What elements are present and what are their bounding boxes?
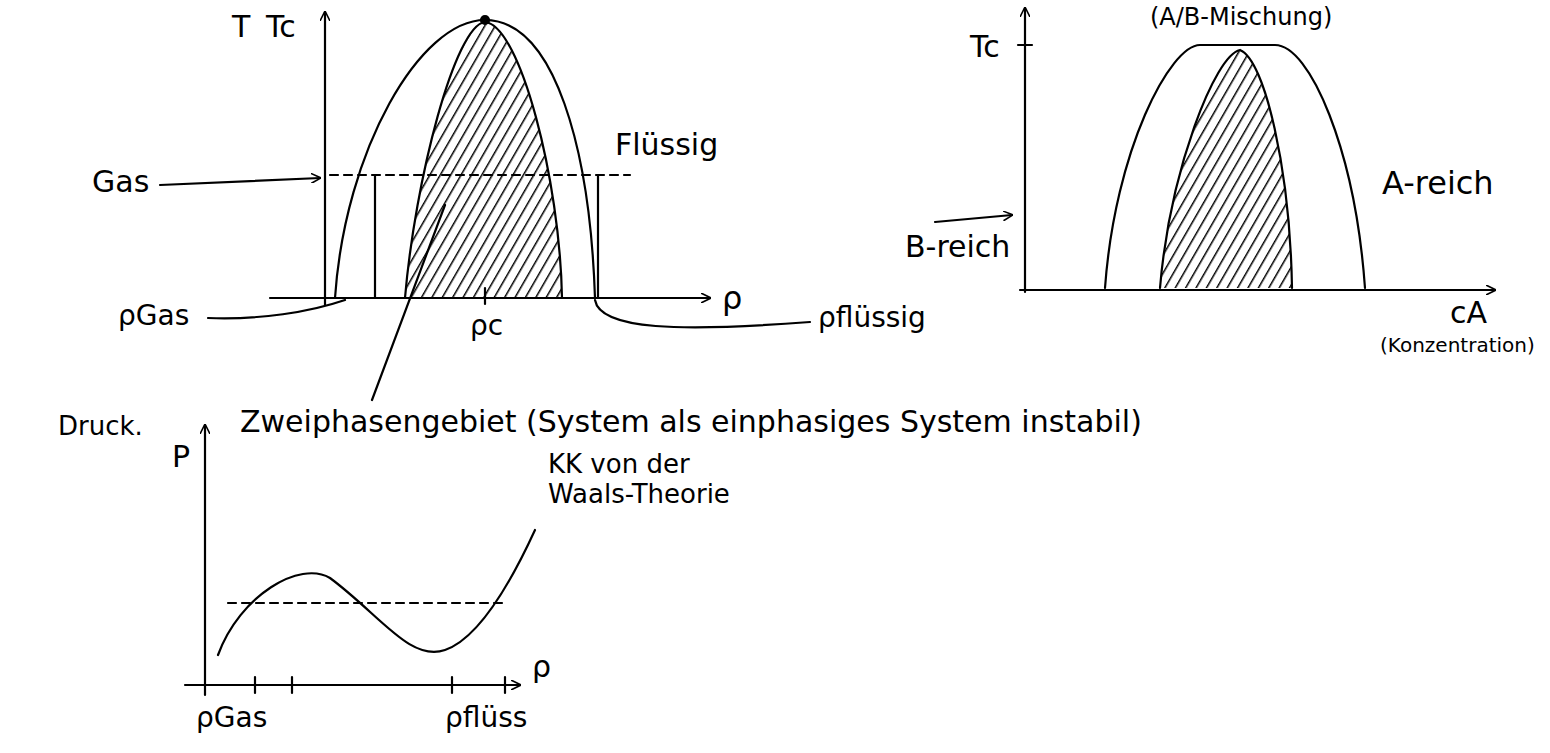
axis-label: P	[172, 440, 190, 475]
concentration-axis	[1020, 289, 1495, 291]
density-label: ρGas	[196, 702, 267, 734]
tick	[291, 677, 293, 693]
axis-label: Tc	[266, 10, 296, 45]
t-axis	[1024, 8, 1026, 292]
tick	[1018, 44, 1032, 46]
axis-note: (Konzentration)	[1380, 334, 1535, 357]
leader-line	[372, 205, 445, 400]
tick	[484, 288, 486, 304]
isotherm-curve	[218, 530, 535, 655]
density-label: ρflüssig	[818, 302, 926, 334]
leader-line	[208, 300, 345, 318]
coexistence-curve	[335, 20, 595, 298]
two-phase-region	[405, 22, 562, 298]
phase-label: A-reich	[1382, 165, 1494, 202]
density-label: ρGas	[118, 300, 189, 332]
axis-label: ρ	[722, 280, 742, 317]
phase-label: B-reich	[905, 230, 1010, 265]
tie-line-end	[597, 175, 599, 298]
tie-line-end	[374, 175, 376, 298]
tick	[451, 677, 453, 693]
pointer-arrow	[935, 215, 1012, 222]
density-label: ρc	[470, 310, 503, 342]
tick	[504, 677, 506, 693]
rho-axis	[185, 684, 520, 686]
t-axis	[324, 12, 326, 305]
axis-label: cA	[1450, 296, 1487, 331]
axis-label: T	[232, 10, 250, 45]
axis-label: ρ	[532, 650, 551, 685]
spinodal-curve	[405, 22, 562, 298]
curve-label: KK von der Waals-Theorie	[548, 450, 768, 510]
p-axis	[204, 425, 206, 695]
axis-label: Tc	[970, 30, 1000, 65]
plot-title: (A/B-Mischung)	[1150, 4, 1332, 32]
pointer-arrow	[160, 178, 320, 185]
coexistence-curve	[1105, 45, 1365, 288]
critical-point	[481, 16, 489, 24]
density-label: ρflüss	[445, 702, 527, 734]
spinodal-curve	[1160, 50, 1292, 288]
note: Zweiphasengebiet (System als einphasiges…	[240, 405, 1142, 440]
tick	[254, 677, 256, 693]
maxwell-line	[228, 602, 505, 604]
phase-label: Gas	[92, 165, 149, 200]
axis-title: Druck.	[58, 412, 143, 442]
phase-label: Flüssig	[615, 128, 718, 163]
two-phase-region	[1160, 50, 1292, 288]
leader-line	[595, 300, 810, 327]
